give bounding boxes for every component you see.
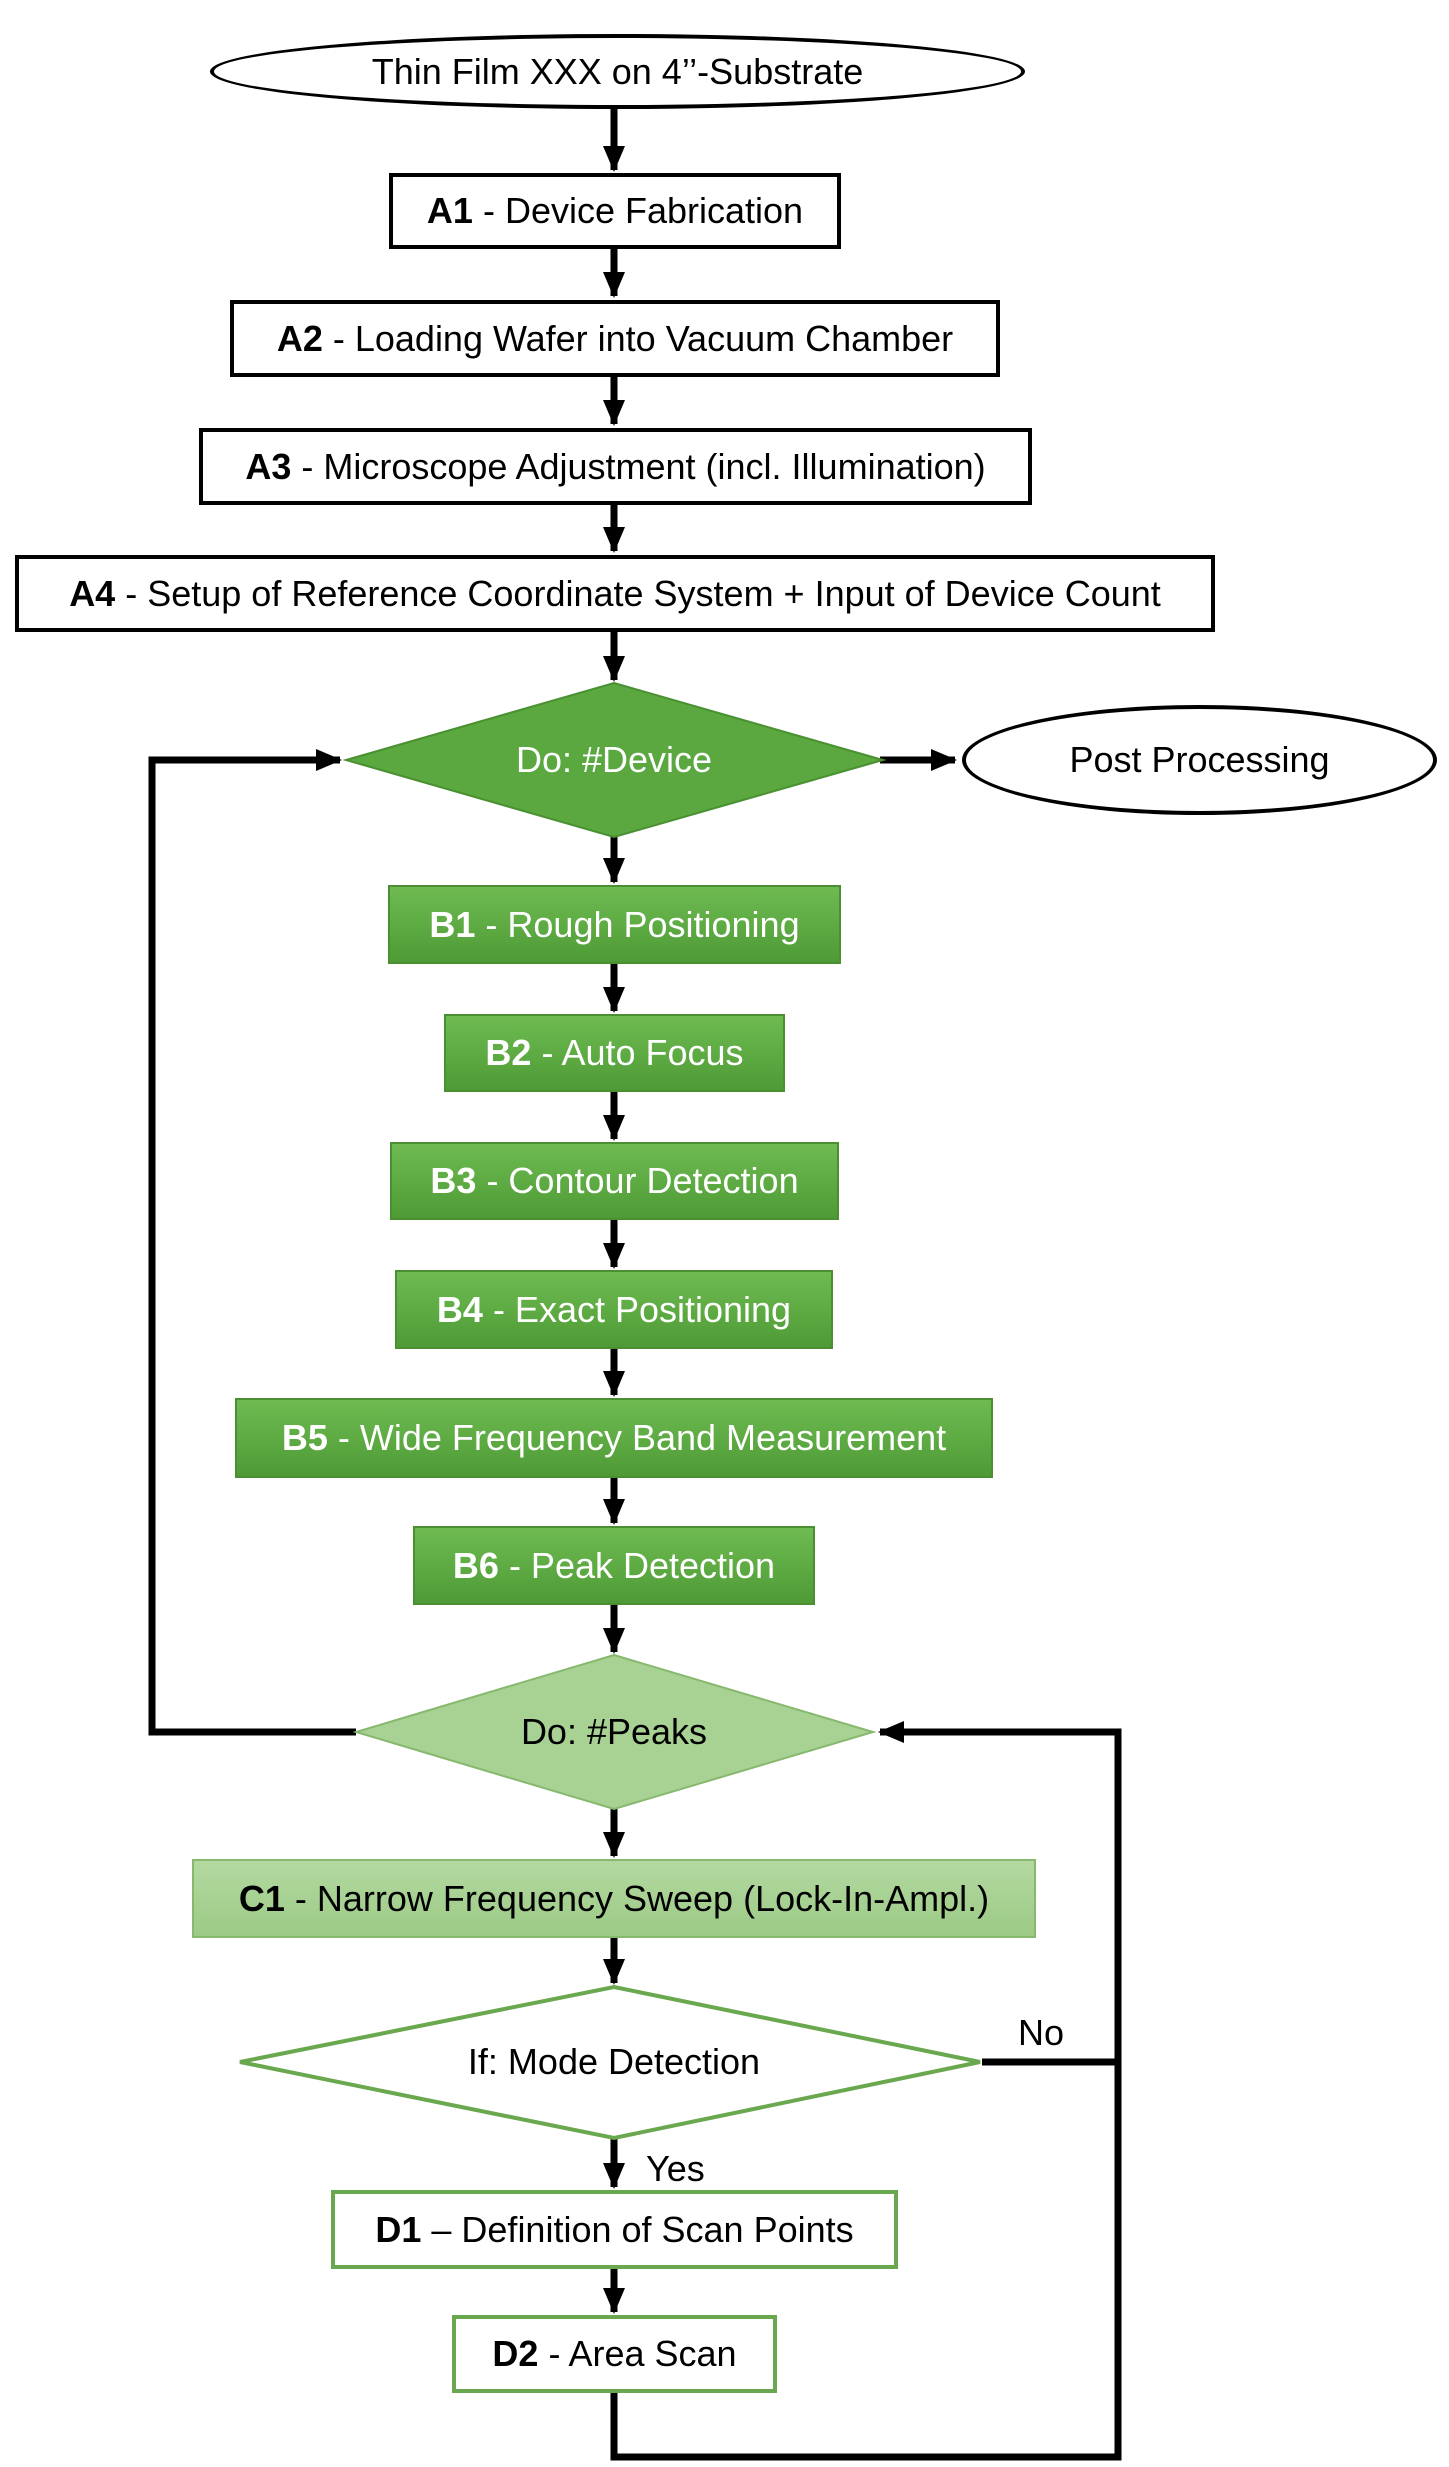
step-b2: B2 - Auto Focus xyxy=(444,1014,785,1092)
step-a2-text: - Loading Wafer into Vacuum Chamber xyxy=(322,317,954,359)
label-yes: Yes xyxy=(646,2148,705,2189)
step-d2-text: - Area Scan xyxy=(538,2333,737,2374)
step-d1: D1 – Definition of Scan Points xyxy=(331,2190,898,2269)
step-a1-text: - Device Fabrication xyxy=(472,190,804,231)
step-b6: B6 - Peak Detection xyxy=(413,1526,815,1605)
step-b1: B1 - Rough Positioning xyxy=(388,885,841,964)
label-no: No xyxy=(1018,2012,1065,2053)
step-c1: C1 - Narrow Frequency Sweep (Lock-In-Amp… xyxy=(192,1859,1036,1938)
step-b3-id: B3 xyxy=(430,1160,477,1201)
step-a3: A3 - Microscope Adjustment (incl. Illumi… xyxy=(199,428,1032,505)
step-a4-id: A4 xyxy=(69,572,116,614)
step-a4: A4 - Setup of Reference Coordinate Syste… xyxy=(15,555,1215,632)
step-d2-id: D2 xyxy=(492,2333,539,2374)
step-d1-id: D1 xyxy=(375,2208,422,2250)
step-a2: A2 - Loading Wafer into Vacuum Chamber xyxy=(230,300,1000,377)
step-b6-id: B6 xyxy=(452,1544,499,1586)
step-a4-text: - Setup of Reference Coordinate System +… xyxy=(115,572,1161,614)
step-b4: B4 - Exact Positioning xyxy=(395,1270,833,1349)
step-b3-text: - Contour Detection xyxy=(476,1160,799,1201)
step-c1-id: C1 xyxy=(238,1877,285,1919)
step-b6-text: - Peak Detection xyxy=(498,1544,776,1586)
edge-d2-return xyxy=(610,1721,1122,2461)
decision-label: If: Mode Detection xyxy=(467,2041,761,2082)
step-b2-id: B2 xyxy=(485,1032,532,1073)
post-processing-ellipse: Post Processing xyxy=(962,705,1437,815)
edge-peaks-back-device xyxy=(148,749,356,1736)
step-d1-text: – Definition of Scan Points xyxy=(421,2208,854,2250)
step-d2: D2 - Area Scan xyxy=(452,2315,777,2393)
step-b3: B3 - Contour Detection xyxy=(390,1142,839,1220)
loop-device-shape xyxy=(342,681,887,839)
step-a1-id: A1 xyxy=(426,190,473,231)
decision-shape xyxy=(239,1984,981,2141)
step-a3-id: A3 xyxy=(245,445,292,487)
loop-peaks-label: Do: #Peaks xyxy=(520,1711,708,1752)
step-b1-id: B1 xyxy=(429,903,476,945)
step-b4-text: - Exact Positioning xyxy=(482,1288,792,1330)
step-a1: A1 - Device Fabrication xyxy=(389,173,841,249)
step-b5: B5 - Wide Frequency Band Measurement xyxy=(235,1398,993,1478)
start-ellipse: Thin Film XXX on 4’’-Substrate xyxy=(210,34,1025,109)
step-b5-text: - Wide Frequency Band Measurement xyxy=(327,1417,947,1458)
step-b4-id: B4 xyxy=(436,1288,483,1330)
loop-device-label: Do: #Device xyxy=(515,739,713,780)
step-a2-id: A2 xyxy=(276,317,323,359)
step-a3-text: - Microscope Adjustment (incl. Illuminat… xyxy=(291,445,986,487)
step-b5-id: B5 xyxy=(281,1417,328,1458)
loop-peaks-shape xyxy=(352,1653,877,1811)
step-b1-text: - Rough Positioning xyxy=(475,903,800,945)
step-b2-text: - Auto Focus xyxy=(531,1032,744,1073)
step-c1-text: - Narrow Frequency Sweep (Lock-In-Ampl.) xyxy=(284,1877,990,1919)
